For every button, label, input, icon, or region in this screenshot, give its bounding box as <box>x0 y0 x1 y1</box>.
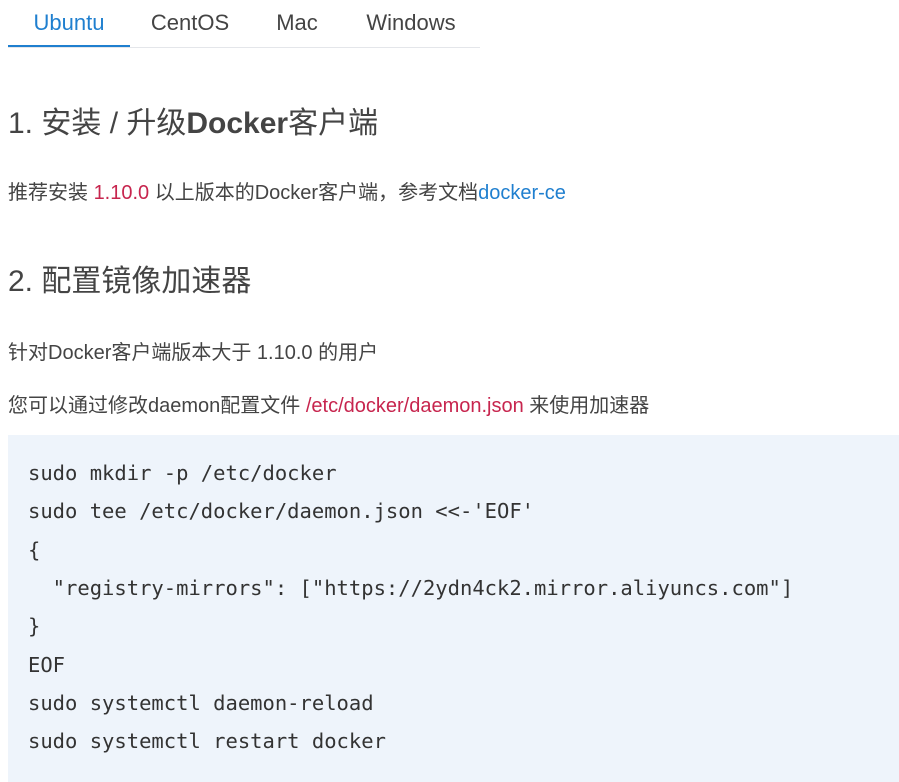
config-path: /etc/docker/daemon.json <box>305 395 524 417</box>
section-mirror-heading: 2. 配置镜像加速器 <box>8 265 252 298</box>
text: 推荐安装 <box>8 182 94 204</box>
code-block[interactable]: sudo mkdir -p /etc/docker sudo tee /etc/… <box>8 435 899 782</box>
code-line: EOF <box>28 653 66 677</box>
code-line: "registry-mirrors": ["https://2ydn4ck2.m… <box>28 576 794 600</box>
tab-ubuntu[interactable]: Ubuntu <box>33 10 105 35</box>
tab-mac[interactable]: Mac <box>276 10 318 35</box>
install-recommendation: 推荐安装 1.10.0 以上版本的Docker客户端，参考文档docker-ce <box>8 176 566 205</box>
text: 您可以通过修改daemon配置文件 <box>8 395 306 417</box>
code-line: sudo systemctl daemon-reload <box>28 691 374 715</box>
section-number: 1. <box>8 107 42 140</box>
config-instruction: 您可以通过修改daemon配置文件 /etc/docker/daemon.jso… <box>8 389 649 418</box>
text: 以上版本的Docker客户端，参考文档 <box>149 182 479 204</box>
active-tab-indicator <box>8 45 130 47</box>
tab-centos[interactable]: CentOS <box>150 10 230 35</box>
docker-ce-link[interactable]: docker-ce <box>478 182 566 204</box>
code-line: sudo mkdir -p /etc/docker <box>28 461 337 485</box>
tab-windows[interactable]: Windows <box>366 10 456 35</box>
os-tabs: Ubuntu CentOS Mac Windows <box>8 0 480 48</box>
heading-part: 客户端 <box>288 107 379 140</box>
code-line: sudo systemctl restart docker <box>28 729 386 753</box>
version-number: 1.10.0 <box>93 182 150 204</box>
heading-part: 安装 / 升级 <box>41 107 187 140</box>
version-requirement: 针对Docker客户端版本大于 1.10.0 的用户 <box>8 342 379 364</box>
section-install-heading: 1. 安装 / 升级Docker客户端 <box>8 98 378 142</box>
code-line: { <box>28 538 41 562</box>
heading-docker: Docker <box>186 107 289 140</box>
code-line: sudo tee /etc/docker/daemon.json <<-'EOF… <box>28 499 535 523</box>
text: 来使用加速器 <box>523 395 650 417</box>
code-line: } <box>28 614 41 638</box>
